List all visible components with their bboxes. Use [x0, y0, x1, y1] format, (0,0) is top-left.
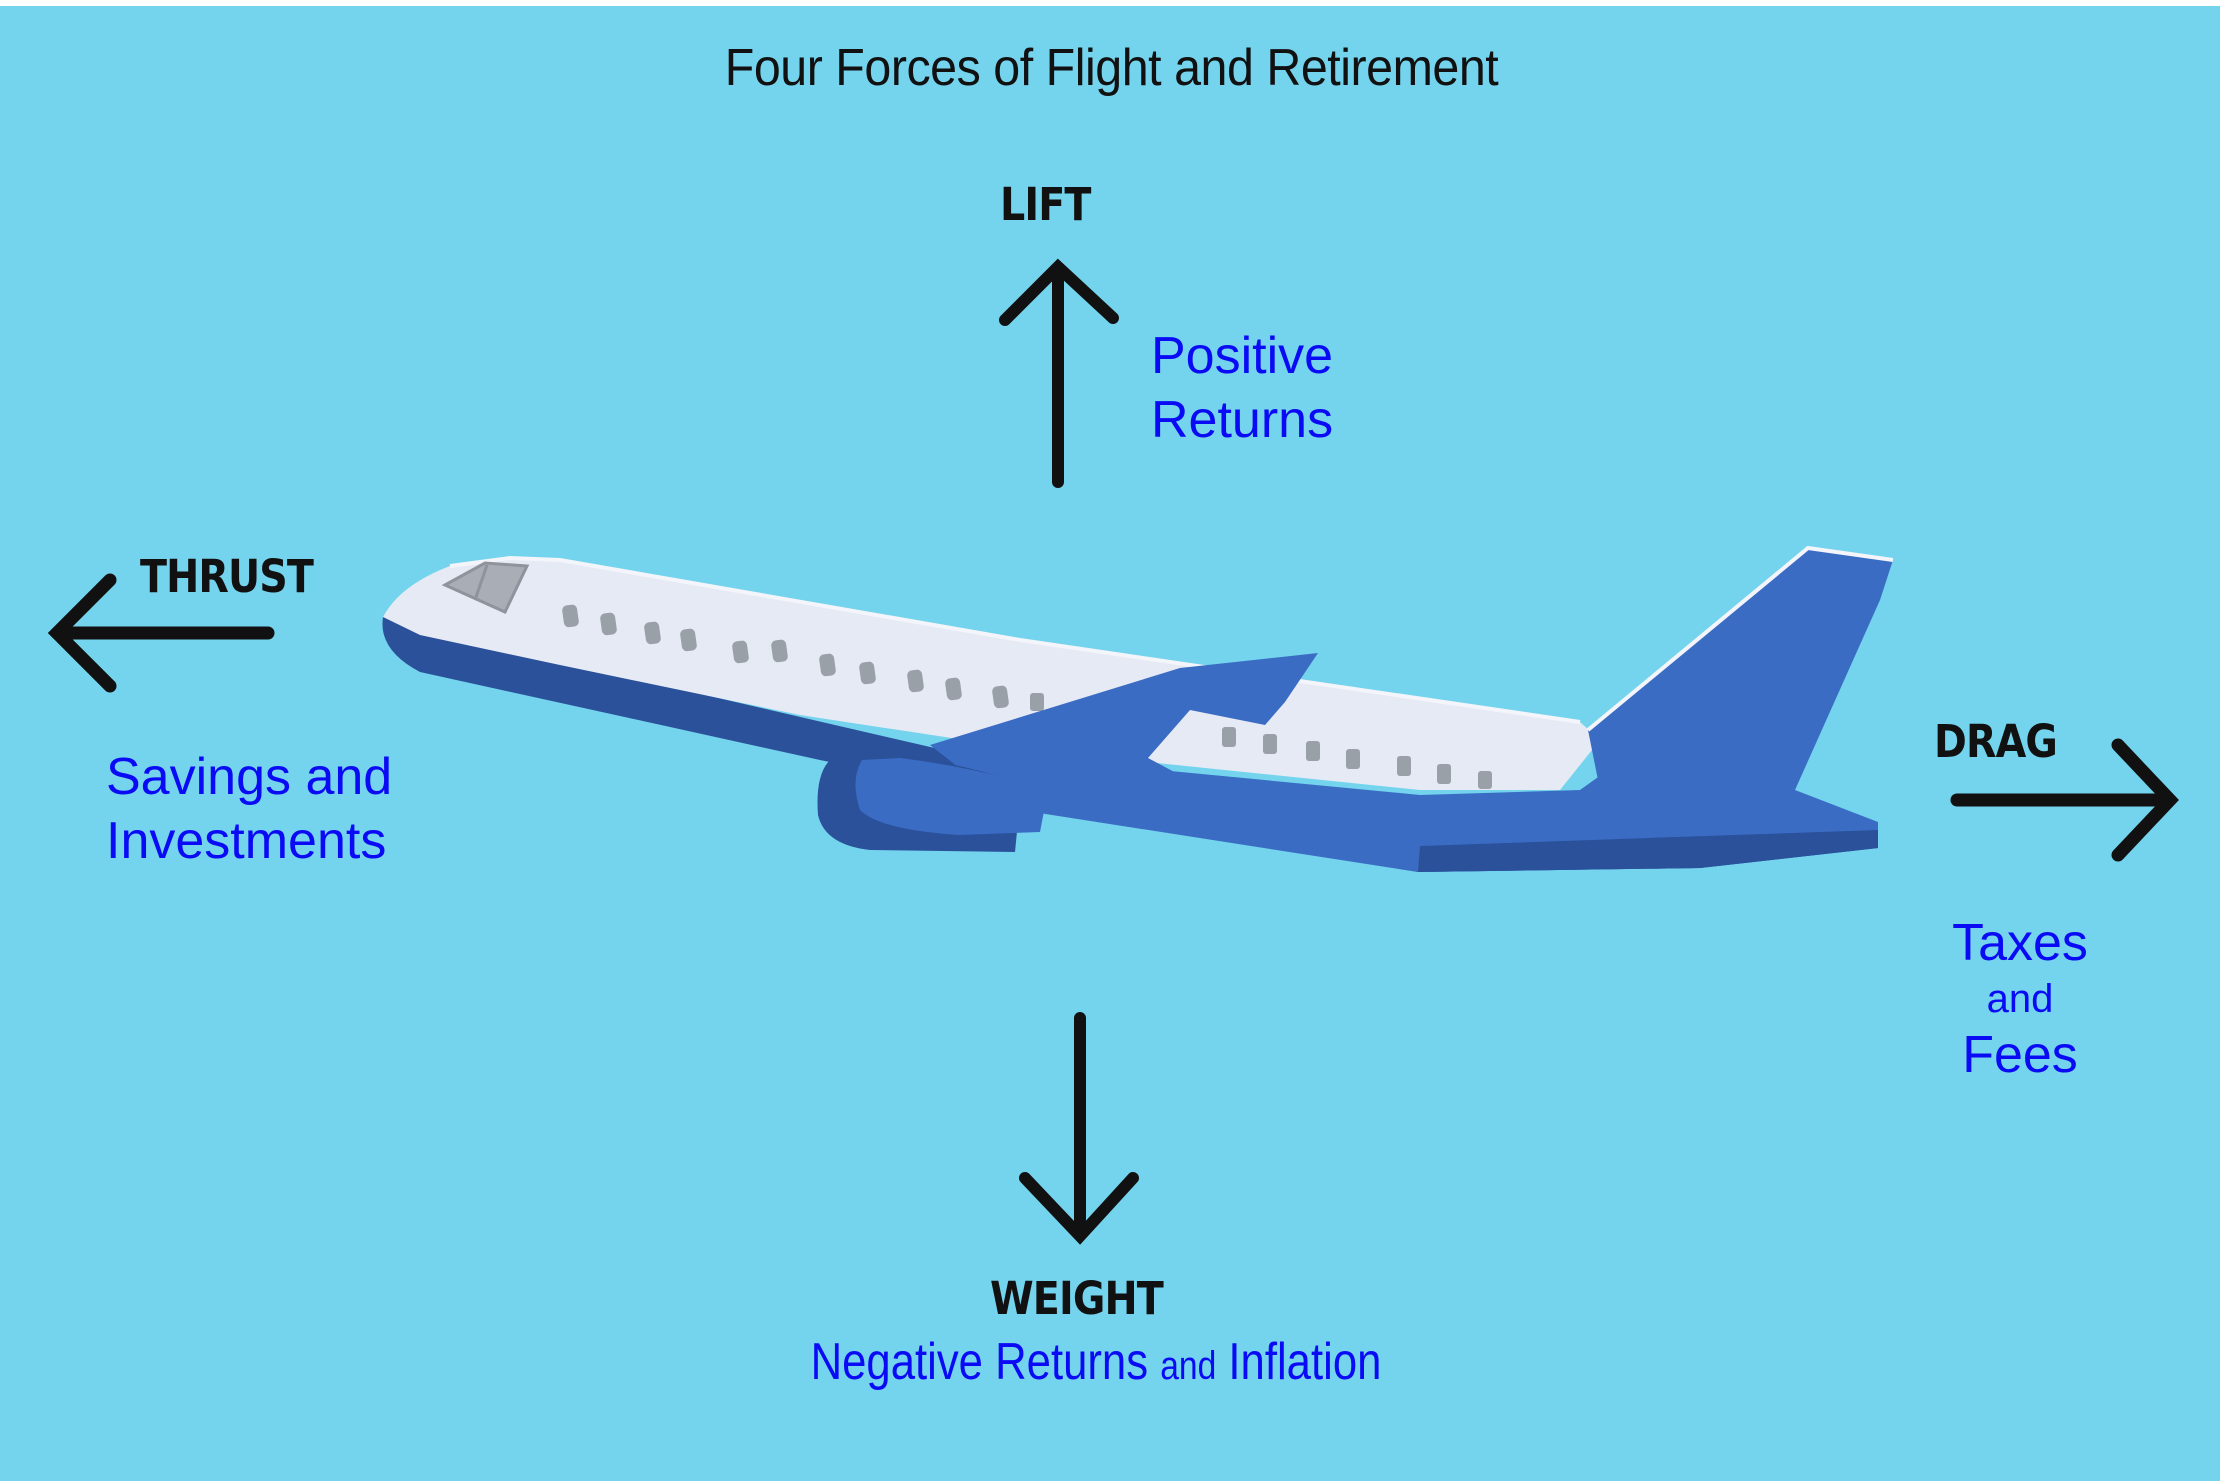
- lift-description-line2: Returns: [1151, 391, 1334, 449]
- thrust-arrow-icon: [47, 573, 275, 693]
- window-row-front: [562, 604, 1044, 711]
- drag-description-line1: Taxes: [1952, 914, 2088, 972]
- drag-description-line2: and: [1986, 977, 2054, 1021]
- drag-description-line3: Fees: [1962, 1026, 2078, 1084]
- window-row-rear: [1222, 727, 1492, 789]
- lift-label: LIFT: [1000, 178, 1091, 231]
- weight-arrow-icon: [1019, 1012, 1139, 1245]
- lift-description-line1: Positive: [1151, 327, 1334, 385]
- diagram-title: Four Forces of Flight and Retirement: [724, 39, 1499, 97]
- thrust-description-line2: Investments: [106, 812, 387, 870]
- lift-arrow-icon: [999, 258, 1119, 488]
- thrust-description-line1: Savings and: [106, 748, 393, 806]
- weight-description-part2: and: [1160, 1344, 1217, 1388]
- weight-label: WEIGHT: [990, 1272, 1164, 1325]
- lift-description: Positive Returns: [1151, 324, 1333, 452]
- airplane-icon: [382, 545, 1894, 872]
- thrust-description: Savings and Investments: [106, 745, 392, 873]
- drag-label: DRAG: [1934, 715, 2058, 768]
- weight-description-part1: Negative Returns: [810, 1333, 1149, 1391]
- drag-description: Taxes and Fees: [1920, 915, 2120, 1083]
- weight-description-part3: Inflation: [1228, 1333, 1382, 1391]
- drag-arrow-icon: [1950, 738, 2179, 862]
- thrust-label: THRUST: [140, 550, 314, 603]
- weight-description: Negative Returns and Inflation: [760, 1330, 1432, 1398]
